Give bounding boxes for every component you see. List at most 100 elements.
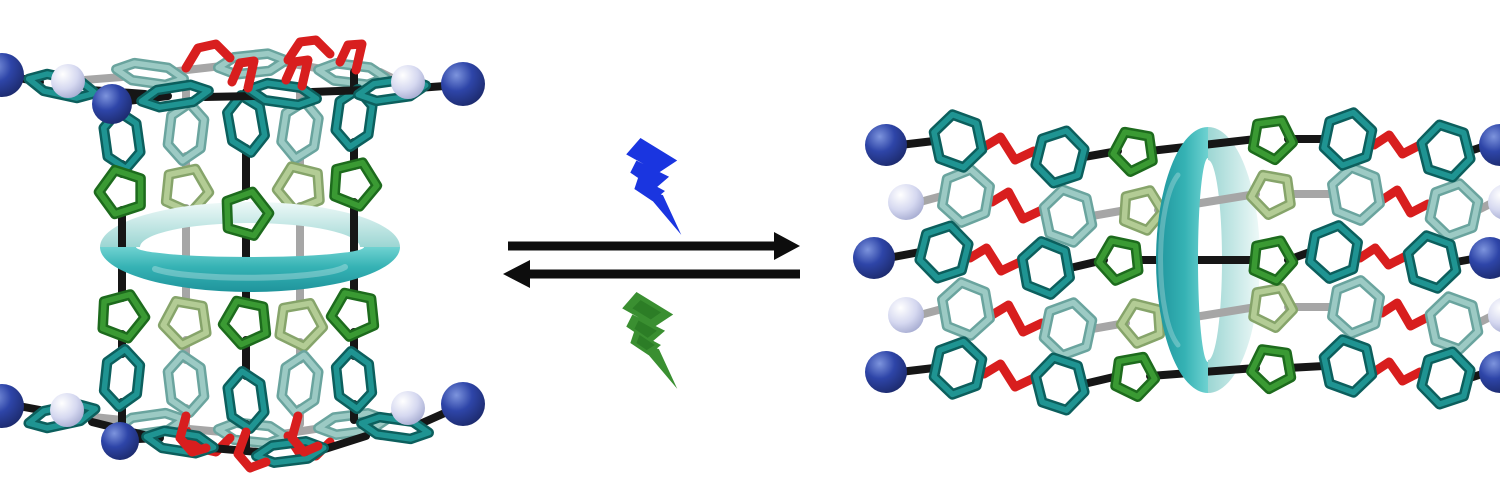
metal-sphere-lavender <box>888 297 924 333</box>
phenyl-ring <box>1418 122 1474 180</box>
macrocycle-specular-highlight <box>1158 172 1181 348</box>
ether-linker <box>227 56 259 93</box>
front-strand-rows <box>853 107 1500 416</box>
phenyl-ring <box>1418 349 1474 407</box>
metal-sphere-blue <box>0 384 24 428</box>
phenyl-ring-edge-on <box>215 50 289 78</box>
metal-sphere-blue <box>1469 237 1500 279</box>
metal-sphere-lavender <box>50 393 84 427</box>
metal-sphere-blue <box>101 422 139 460</box>
phenyl-ring <box>1019 238 1073 298</box>
triazole-ring <box>1251 238 1296 284</box>
triazole-ring <box>276 300 326 350</box>
phenyl-ring <box>939 279 993 339</box>
contracted-cage-structure <box>0 35 485 473</box>
triazole-ring <box>163 166 212 216</box>
macrocycle-specular-highlight <box>152 264 348 281</box>
green-lightning-icon <box>622 292 678 389</box>
metal-sphere-lavender <box>888 184 924 220</box>
phenyl-ring <box>1321 109 1375 169</box>
phenyl-ring <box>931 111 985 171</box>
phenyl-ring-edge-on <box>138 82 212 110</box>
triazole-ring <box>331 159 380 210</box>
triazole-ring <box>224 189 272 239</box>
triazole-ring <box>274 163 323 214</box>
ether-linker <box>233 427 271 473</box>
ether-linker <box>987 300 1047 337</box>
metal-sphere-lavender <box>1488 185 1500 219</box>
phenyl-ring <box>1041 299 1095 359</box>
metal-sphere-blue <box>0 53 24 97</box>
triazole-ring <box>1248 172 1294 218</box>
triazole-ring <box>1250 117 1296 163</box>
forward-arrow <box>508 232 800 260</box>
metal-sphere-lavender <box>1488 298 1500 332</box>
phenyl-ring <box>939 166 993 226</box>
metal-sphere-blue <box>865 124 907 166</box>
bond-rod <box>318 432 370 454</box>
triazole-ring <box>160 298 210 348</box>
green-lightning-icon-inner-shading <box>632 300 661 351</box>
back-strand-rows <box>888 162 1500 361</box>
ether-linker <box>1369 130 1425 159</box>
triazole-ring <box>1118 300 1163 347</box>
phenyl-ring <box>1307 222 1361 282</box>
phenyl-ring <box>1329 277 1383 337</box>
metal-sphere-blue <box>853 237 895 279</box>
equilibrium-scheme <box>503 138 800 389</box>
triazole-ring <box>1096 238 1141 284</box>
stopper-spheres <box>0 53 485 460</box>
phenyl-ring <box>278 352 322 416</box>
phenyl-ring <box>1041 186 1095 246</box>
ether-linker <box>287 411 323 457</box>
bond-rod <box>308 86 368 96</box>
phenyl-ring-edge-on <box>253 438 327 466</box>
phenyl-ring <box>224 368 268 432</box>
metal-sphere-lavender <box>391 65 425 99</box>
macrocycle-ring-back <box>100 202 400 247</box>
metal-sphere-blue <box>1479 351 1500 393</box>
metal-sphere-blue <box>1479 124 1500 166</box>
triazole-ring <box>1248 346 1294 392</box>
ether-linker <box>1355 243 1411 270</box>
phenyl-ring <box>1427 180 1481 240</box>
phenyl-ring <box>1427 293 1481 353</box>
ether-linker <box>335 39 367 75</box>
extended-array-structure <box>853 107 1500 416</box>
green-lightning-icon <box>622 292 678 389</box>
metal-sphere-lavender <box>391 391 425 425</box>
ether-linker <box>1377 298 1433 331</box>
blue-lightning-icon <box>626 138 682 235</box>
phenyl-ring <box>1329 164 1383 224</box>
triazole-ring <box>220 298 269 348</box>
phenyl-ring <box>1032 355 1088 413</box>
ether-linker <box>979 132 1039 165</box>
triazole-ring <box>1250 285 1296 331</box>
ether-linker <box>1377 185 1433 218</box>
phenyl-ring <box>333 348 375 412</box>
ether-linker <box>283 35 335 65</box>
phenyl-ring <box>1405 232 1459 292</box>
triazole-ring <box>1112 354 1158 400</box>
triazole-ring <box>96 167 144 217</box>
phenyl-ring <box>1032 128 1088 186</box>
bond-rod <box>201 92 259 101</box>
ether-linker <box>281 55 313 91</box>
metal-sphere-blue <box>865 351 907 393</box>
ether-linker <box>175 411 211 457</box>
blue-lightning-icon <box>626 138 682 235</box>
phenyl-ring <box>916 223 972 281</box>
phenyl-ring <box>165 352 207 416</box>
metal-sphere-lavender <box>51 64 85 98</box>
macrocycle-ring-front <box>100 247 400 292</box>
macrocycle-ring-front <box>1156 127 1208 393</box>
triazole-ring <box>328 290 377 340</box>
phenyl-ring <box>1321 336 1375 396</box>
ether-linker <box>1369 357 1425 386</box>
triazole-ring <box>1110 129 1156 175</box>
ether-linker <box>965 243 1025 276</box>
triazole-ring <box>99 291 148 341</box>
phenyl-ring <box>101 346 143 410</box>
